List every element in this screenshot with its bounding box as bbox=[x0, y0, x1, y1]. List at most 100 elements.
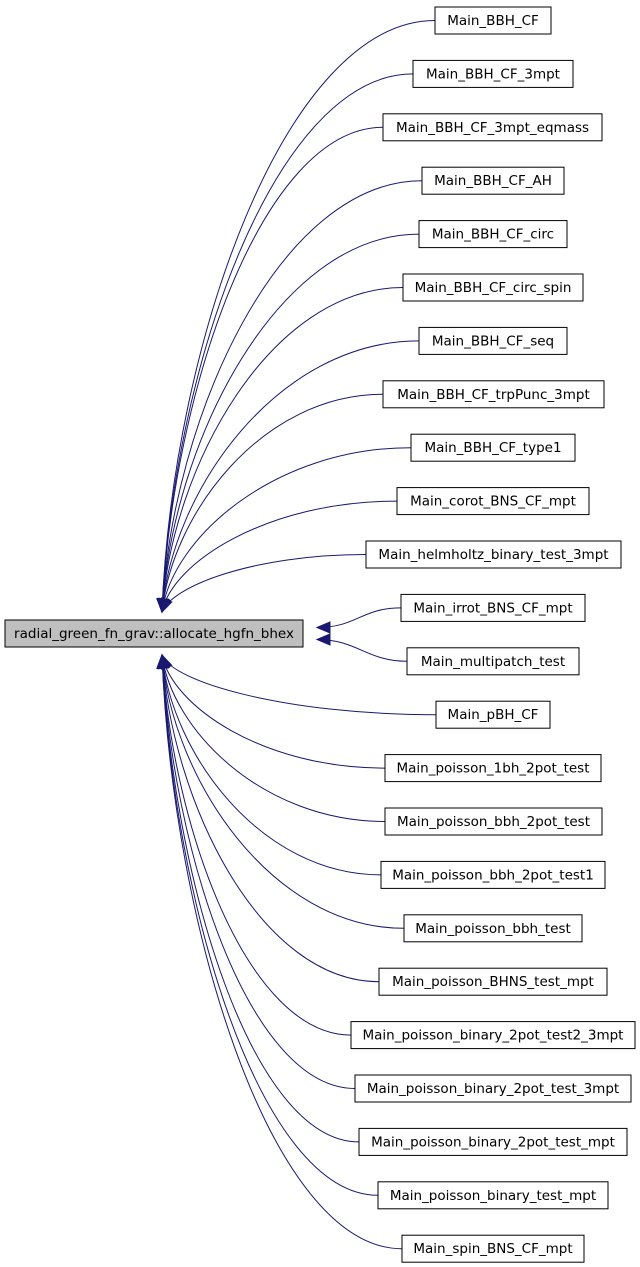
call-edge bbox=[161, 654, 360, 1143]
call-edge bbox=[161, 447, 412, 613]
caller-node[interactable]: Main_BBH_CF_3mpt bbox=[412, 59, 574, 88]
caller-node-label: Main_poisson_bbh_2pot_test1 bbox=[392, 867, 594, 883]
caller-node-box bbox=[401, 1234, 585, 1263]
call-edge bbox=[161, 654, 386, 822]
root-node-box bbox=[4, 619, 304, 648]
arrowhead-icon bbox=[315, 633, 331, 646]
caller-node-label: Main_poisson_bbh_2pot_test bbox=[397, 814, 590, 830]
caller-node-box bbox=[377, 1181, 609, 1210]
call-edge bbox=[161, 73, 414, 613]
caller-node-label: Main_BBH_CF_3mpt bbox=[426, 66, 560, 82]
caller-node-box bbox=[382, 113, 603, 142]
caller-node-box bbox=[384, 754, 602, 783]
caller-node[interactable]: Main_poisson_binary_2pot_test_mpt bbox=[358, 1127, 628, 1156]
caller-node-label: Main_helmholtz_binary_test_3mpt bbox=[378, 547, 608, 563]
caller-node[interactable]: Main_corot_BNS_CF_mpt bbox=[396, 487, 590, 516]
arrowhead-icon bbox=[161, 597, 173, 614]
call-edge bbox=[161, 654, 405, 929]
caller-node-box bbox=[403, 914, 583, 943]
caller-node-label: Main_corot_BNS_CF_mpt bbox=[410, 494, 576, 510]
arrowhead-icon bbox=[156, 653, 169, 669]
caller-node-box bbox=[378, 967, 608, 996]
caller-node-label: Main_BBH_CF_circ bbox=[432, 227, 554, 243]
caller-node[interactable]: Main_poisson_bbh_2pot_test1 bbox=[380, 860, 606, 889]
caller-node-label: Main_BBH_CF_circ_spin bbox=[415, 280, 572, 296]
caller-node-label: Main_spin_BNS_CF_mpt bbox=[413, 1241, 572, 1257]
caller-node-label: Main_BBH_CF_3mpt_eqmass bbox=[396, 120, 589, 136]
caller-node[interactable]: Main_helmholtz_binary_test_3mpt bbox=[365, 540, 622, 569]
root-node[interactable]: radial_green_fn_grav::allocate_hgfn_bhex bbox=[4, 619, 304, 648]
caller-node[interactable]: Main_BBH_CF_seq bbox=[418, 326, 568, 355]
caller-node[interactable]: Main_poisson_binary_test_mpt bbox=[377, 1181, 609, 1210]
caller-node[interactable]: Main_poisson_binary_2pot_test2_3mpt bbox=[350, 1021, 636, 1050]
caller-node-label: Main_poisson_binary_test_mpt bbox=[390, 1188, 596, 1204]
caller-node-box bbox=[434, 6, 552, 35]
caller-node[interactable]: Main_poisson_bbh_2pot_test bbox=[384, 807, 603, 836]
caller-node-box bbox=[418, 220, 568, 249]
call-edge bbox=[161, 393, 384, 613]
caller-node[interactable]: Main_BBH_CF bbox=[434, 6, 552, 35]
caller-node[interactable]: Main_BBH_CF_circ_spin bbox=[402, 273, 584, 302]
caller-node-box bbox=[350, 1021, 636, 1050]
caller-node[interactable]: Main_spin_BNS_CF_mpt bbox=[401, 1234, 585, 1263]
caller-node-box bbox=[365, 540, 622, 569]
call-edge bbox=[161, 654, 437, 716]
caller-node[interactable]: Main_poisson_bbh_test bbox=[403, 914, 583, 943]
call-edge bbox=[161, 233, 420, 613]
caller-node-box bbox=[384, 807, 603, 836]
caller-node-label: Main_irrot_BNS_CF_mpt bbox=[413, 600, 572, 616]
caller-node-box bbox=[412, 59, 574, 88]
call-edge bbox=[161, 340, 420, 613]
caller-node[interactable]: Main_poisson_BHNS_test_mpt bbox=[378, 967, 608, 996]
caller-node[interactable]: Main_irrot_BNS_CF_mpt bbox=[400, 593, 586, 622]
call-edge bbox=[161, 654, 352, 1036]
arrowhead-icon bbox=[315, 621, 331, 634]
caller-node[interactable]: Main_pBH_CF bbox=[435, 700, 551, 729]
caller-node-box bbox=[421, 166, 565, 195]
caller-node-label: Main_poisson_1bh_2pot_test bbox=[396, 761, 589, 777]
edges-layer bbox=[156, 20, 437, 1250]
caller-node-box bbox=[400, 593, 586, 622]
root-node-label: radial_green_fn_grav::allocate_hgfn_bhex bbox=[14, 626, 294, 642]
caller-node-box bbox=[358, 1127, 628, 1156]
call-edge bbox=[161, 654, 356, 1089]
call-edge bbox=[161, 654, 379, 1196]
caller-node-label: Main_pBH_CF bbox=[448, 707, 539, 723]
caller-node-box bbox=[402, 273, 584, 302]
call-edge bbox=[161, 500, 398, 613]
caller-node-label: Main_multipatch_test bbox=[421, 654, 565, 670]
caller-node-box bbox=[354, 1074, 632, 1103]
caller-node-label: Main_BBH_CF_type1 bbox=[424, 440, 561, 456]
caller-node-label: Main_BBH_CF_AH bbox=[434, 173, 552, 189]
caller-node-box bbox=[380, 860, 606, 889]
caller-node-label: Main_poisson_binary_2pot_test_mpt bbox=[371, 1134, 615, 1150]
caller-node[interactable]: Main_BBH_CF_AH bbox=[421, 166, 565, 195]
call-edge bbox=[161, 654, 382, 876]
call-edge bbox=[161, 654, 380, 983]
nodes-layer: radial_green_fn_grav::allocate_hgfn_bhex… bbox=[4, 6, 636, 1263]
caller-node[interactable]: Main_BBH_CF_trpPunc_3mpt bbox=[382, 380, 605, 409]
call-edge bbox=[161, 287, 404, 613]
caller-node-box bbox=[418, 326, 568, 355]
caller-node-label: Main_BBH_CF bbox=[447, 13, 539, 29]
call-edge bbox=[161, 126, 384, 613]
call-edge bbox=[161, 20, 436, 613]
caller-node-label: Main_BBH_CF_seq bbox=[432, 333, 554, 349]
caller-node[interactable]: Main_BBH_CF_circ bbox=[418, 220, 568, 249]
caller-node-label: Main_poisson_binary_2pot_test2_3mpt bbox=[363, 1028, 624, 1044]
caller-node-label: Main_poisson_binary_2pot_test_3mpt bbox=[367, 1081, 619, 1097]
caller-node-label: Main_BBH_CF_trpPunc_3mpt bbox=[397, 387, 590, 403]
caller-node-box bbox=[410, 433, 576, 462]
caller-node[interactable]: Main_multipatch_test bbox=[406, 647, 580, 676]
caller-node[interactable]: Main_poisson_1bh_2pot_test bbox=[384, 754, 602, 783]
caller-node-box bbox=[396, 487, 590, 516]
caller-node[interactable]: Main_BBH_CF_3mpt_eqmass bbox=[382, 113, 603, 142]
call-edge bbox=[161, 654, 386, 769]
caller-node-box bbox=[382, 380, 605, 409]
caller-node-box bbox=[435, 700, 551, 729]
call-edge bbox=[161, 654, 403, 1250]
caller-node[interactable]: Main_poisson_binary_2pot_test_3mpt bbox=[354, 1074, 632, 1103]
caller-node[interactable]: Main_BBH_CF_type1 bbox=[410, 433, 576, 462]
call-edge bbox=[161, 180, 423, 613]
